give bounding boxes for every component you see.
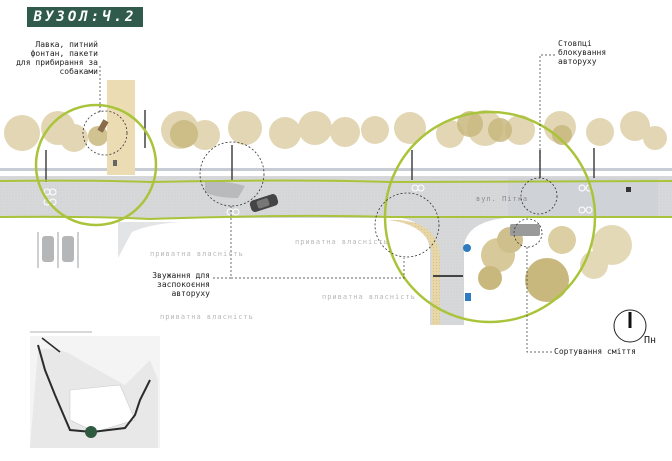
green-axes: [0, 179, 672, 220]
bench-annotation-line: собаками: [59, 67, 98, 76]
bin-marker: [626, 187, 631, 192]
bench-annotation-line: для прибирання за: [16, 58, 98, 67]
narrowing-annotation: Звужання для заспокоєння автоpуху: [140, 271, 210, 298]
page-title: ВУЗОЛ:Ч.2: [33, 9, 137, 25]
leader-lines: [99, 54, 555, 353]
tree-cluster-right: [478, 224, 632, 302]
parking: [37, 232, 79, 268]
sidewalk-edge: [0, 168, 672, 171]
node-circle-left: [34, 103, 158, 227]
tree-row-darker: [88, 111, 572, 148]
car: [249, 194, 279, 212]
node-circle-right: [383, 110, 597, 324]
narrowing-annotation-line: Звужання для: [152, 271, 210, 280]
sand-curb: [388, 219, 440, 325]
narrowing-annotation-line: автоpуху: [171, 289, 210, 298]
bollards-annotation-line: блокування: [558, 48, 607, 57]
private-property-label: приватна власність: [295, 238, 389, 246]
calming-bump: [205, 181, 245, 198]
bench-icon: [97, 119, 109, 133]
sign-square: [465, 293, 471, 301]
bench-annotation-line: Лавка, питний: [35, 40, 98, 49]
bollards-annotation-line: авторуху: [558, 57, 597, 66]
bollards-annotation: Стовпці блокування авторуху: [558, 39, 638, 66]
road-corner: [118, 218, 180, 258]
inset-map: [30, 336, 160, 448]
bench-annotation: Лавка, питний фонтан, пакети для прибира…: [10, 40, 98, 76]
detail-circles: [82, 110, 558, 258]
compass-label: Пн: [644, 335, 657, 346]
bollards-annotation-line: Стовпці: [558, 39, 592, 48]
narrowing-annotation-line: заспокоєння: [157, 280, 210, 289]
compass: [613, 309, 647, 343]
title-banner: ВУЗОЛ:Ч.2: [27, 7, 143, 27]
bench-annotation-line: фонтан, пакети: [30, 49, 98, 58]
bench-plaza: [107, 80, 135, 175]
private-property-label: приватна власність: [150, 250, 244, 258]
sign-round: [463, 244, 471, 252]
private-property-label: приватна власність: [160, 313, 254, 321]
fountain-icon: [113, 160, 117, 166]
side-street: [400, 218, 505, 325]
sorting-annotation: Сортування сміття: [554, 347, 636, 356]
street-name: вул. Пітка: [476, 195, 529, 203]
private-property-label: приватна власність: [322, 293, 416, 301]
